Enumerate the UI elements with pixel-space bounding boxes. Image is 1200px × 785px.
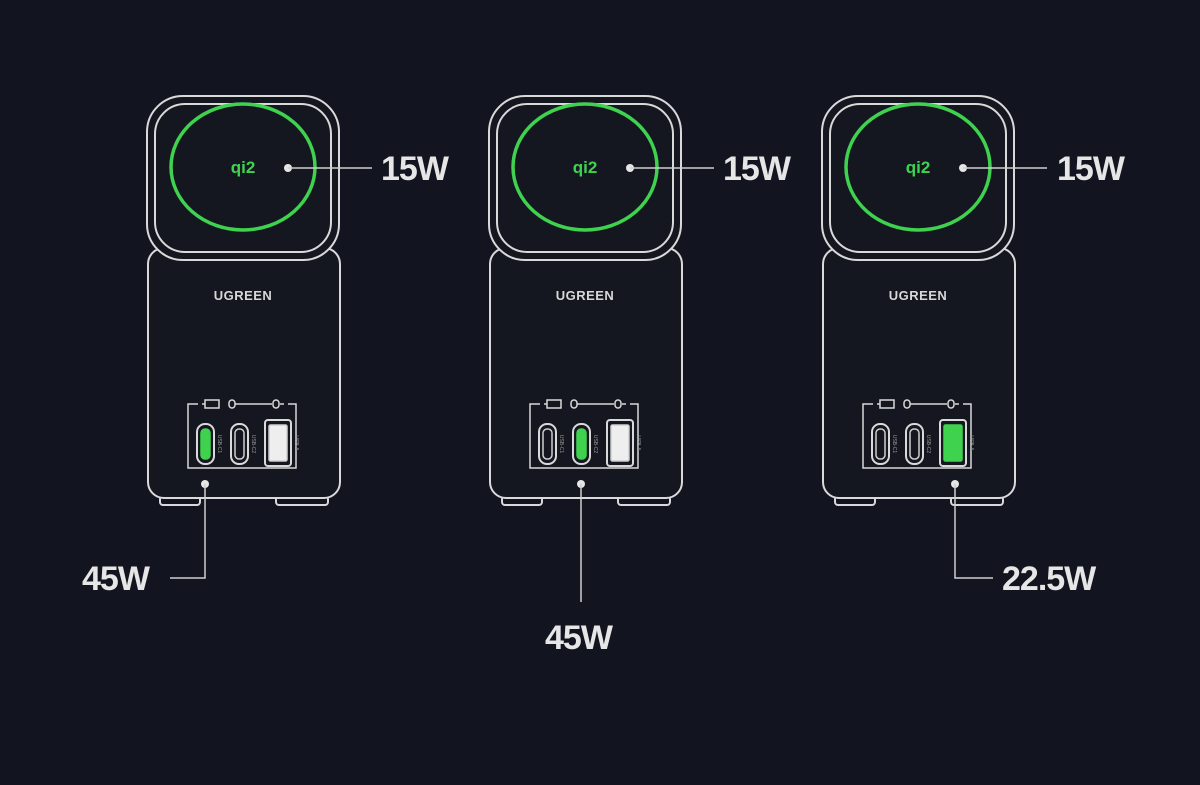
port-usb-a: USB-A <box>264 419 299 467</box>
callout-line <box>954 484 993 579</box>
port-label: USB-C2 <box>250 435 256 454</box>
brand-logo: UGREEN <box>214 288 273 303</box>
port-power-label: 45W <box>545 619 614 657</box>
port-power-label: 22.5W <box>1002 560 1097 598</box>
port-slot <box>909 428 920 460</box>
port-usb-c2: USB-C2 <box>905 423 931 465</box>
port-outline <box>230 423 249 465</box>
port-slot <box>875 428 886 460</box>
port-usb-a: USB-A <box>939 419 974 467</box>
phone-icon <box>272 399 280 409</box>
laptop-icon <box>546 399 562 409</box>
phone-icon <box>570 399 578 409</box>
phone-icon <box>228 399 236 409</box>
port-outline <box>939 419 967 467</box>
port-label: USB-C1 <box>891 435 897 454</box>
charger-body <box>147 247 341 499</box>
wireless-pad <box>146 95 340 261</box>
active-port-indicator <box>943 424 963 462</box>
brand-logo: UGREEN <box>889 288 948 303</box>
wireless-power-label: 15W <box>723 150 792 188</box>
port-outline <box>538 423 557 465</box>
port-label: USB-A <box>293 435 299 451</box>
port-usb-c1: USB-C1 <box>871 423 897 465</box>
charger-body <box>489 247 683 499</box>
port-outline <box>196 423 215 465</box>
port-panel-outline <box>529 403 639 469</box>
port-outline <box>606 419 634 467</box>
wireless-power-label: 15W <box>381 150 450 188</box>
port-slot <box>542 428 553 460</box>
wireless-power-label: 15W <box>1057 150 1126 188</box>
charger-body <box>822 247 1016 499</box>
port-usb-c2: USB-C2 <box>572 423 598 465</box>
port-label: USB-A <box>635 435 641 451</box>
port-power-label: 45W <box>82 560 151 598</box>
port-outline <box>264 419 292 467</box>
port-label: USB-C1 <box>216 435 222 454</box>
active-port-indicator <box>200 428 211 460</box>
port-outline <box>572 423 591 465</box>
port-label: USB-C1 <box>558 435 564 454</box>
port-usb-a: USB-A <box>606 419 641 467</box>
charging-coil-ring <box>844 102 992 232</box>
laptop-icon <box>879 399 895 409</box>
brand-logo: UGREEN <box>556 288 615 303</box>
wireless-pad <box>488 95 682 261</box>
port-outline <box>905 423 924 465</box>
charging-coil-ring <box>169 102 317 232</box>
charging-coil-ring <box>511 102 659 232</box>
active-port-indicator <box>576 428 587 460</box>
port-label: USB-C2 <box>592 435 598 454</box>
port-slot <box>610 424 630 462</box>
laptop-icon <box>204 399 220 409</box>
callout-line <box>170 484 206 579</box>
port-usb-c1: USB-C1 <box>196 423 222 465</box>
port-usb-c1: USB-C1 <box>538 423 564 465</box>
wireless-pad <box>821 95 1015 261</box>
port-outline <box>871 423 890 465</box>
port-label: USB-A <box>968 435 974 451</box>
port-slot <box>234 428 245 460</box>
port-panel-outline <box>187 403 297 469</box>
phone-icon <box>947 399 955 409</box>
port-panel-outline <box>862 403 972 469</box>
qi2-icon: qi2 <box>573 158 598 177</box>
qi2-icon: qi2 <box>906 158 931 177</box>
port-slot <box>268 424 288 462</box>
qi2-icon: qi2 <box>231 158 256 177</box>
phone-icon <box>614 399 622 409</box>
phone-icon <box>903 399 911 409</box>
port-usb-c2: USB-C2 <box>230 423 256 465</box>
port-label: USB-C2 <box>925 435 931 454</box>
